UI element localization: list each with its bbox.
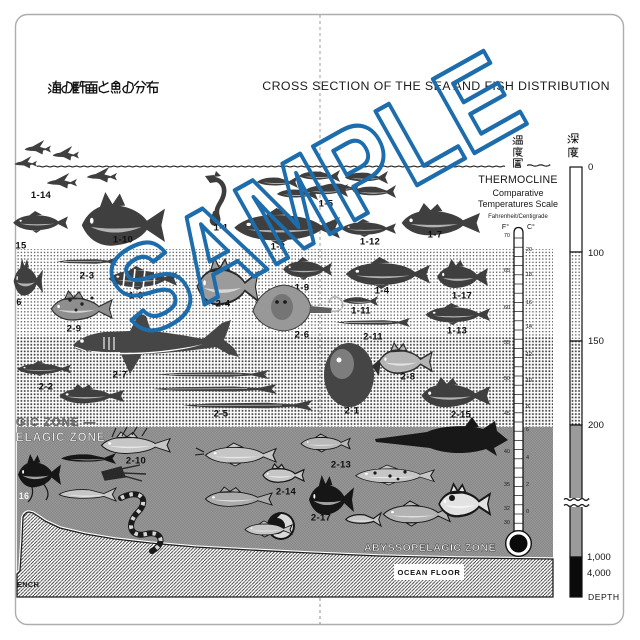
svg-text:2-6: 2-6 bbox=[295, 329, 310, 340]
svg-text:1-4: 1-4 bbox=[375, 285, 390, 296]
svg-text:2-2: 2-2 bbox=[39, 381, 54, 392]
svg-text:Comparative: Comparative bbox=[492, 188, 543, 198]
svg-text:2-11: 2-11 bbox=[363, 331, 383, 342]
svg-text:Temperatures Scale: Temperatures Scale bbox=[478, 199, 558, 209]
svg-text:2-17: 2-17 bbox=[311, 512, 331, 523]
svg-text:32: 32 bbox=[504, 506, 510, 512]
svg-text:55: 55 bbox=[504, 340, 510, 346]
svg-text:1-7: 1-7 bbox=[428, 229, 443, 240]
svg-text:2-5: 2-5 bbox=[214, 408, 229, 419]
svg-text:0: 0 bbox=[526, 509, 529, 515]
svg-text:2-8: 2-8 bbox=[401, 371, 416, 382]
svg-text:70: 70 bbox=[504, 233, 510, 239]
svg-text:14: 14 bbox=[526, 324, 532, 330]
svg-text:4,000: 4,000 bbox=[587, 568, 611, 579]
svg-text:1-10: 1-10 bbox=[113, 234, 133, 245]
svg-text:100: 100 bbox=[588, 248, 604, 259]
svg-text:DEPTH: DEPTH bbox=[588, 592, 620, 602]
svg-text:1-13: 1-13 bbox=[447, 325, 467, 336]
svg-text:20: 20 bbox=[526, 247, 532, 253]
svg-text:1-3: 1-3 bbox=[271, 241, 286, 252]
svg-text:ELAGIC ZONE: ELAGIC ZONE bbox=[16, 432, 106, 444]
svg-text:18: 18 bbox=[526, 272, 532, 278]
svg-text:C°: C° bbox=[527, 223, 535, 231]
svg-text:2-3: 2-3 bbox=[80, 270, 95, 281]
svg-text:8: 8 bbox=[526, 404, 529, 410]
svg-text:15: 15 bbox=[15, 240, 27, 251]
svg-text:150: 150 bbox=[588, 336, 604, 347]
svg-text:F°: F° bbox=[502, 223, 509, 231]
svg-text:30: 30 bbox=[504, 520, 510, 526]
svg-text:12: 12 bbox=[526, 352, 532, 358]
svg-text:60: 60 bbox=[504, 305, 510, 311]
svg-text:1-17: 1-17 bbox=[452, 290, 472, 301]
svg-text:ABYSSOPELAGIC ZONE: ABYSSOPELAGIC ZONE bbox=[364, 542, 496, 554]
svg-text:ENCH: ENCH bbox=[17, 580, 39, 589]
svg-text:2-15: 2-15 bbox=[451, 409, 472, 420]
svg-text:35: 35 bbox=[504, 482, 510, 488]
svg-text:1-14: 1-14 bbox=[31, 190, 52, 201]
svg-text:10: 10 bbox=[526, 378, 532, 384]
svg-text:1-1: 1-1 bbox=[214, 222, 229, 233]
svg-text:2-1: 2-1 bbox=[345, 405, 360, 416]
svg-text:CROSS SECTION OF THE SEA AND F: CROSS SECTION OF THE SEA AND FISH DISTRI… bbox=[262, 79, 610, 93]
svg-text:1-9: 1-9 bbox=[295, 282, 310, 293]
svg-text:2-7: 2-7 bbox=[113, 369, 128, 380]
svg-text:GIC ZONE —: GIC ZONE — bbox=[16, 417, 96, 429]
svg-text:2-14: 2-14 bbox=[276, 486, 297, 497]
svg-text:45: 45 bbox=[504, 411, 510, 417]
svg-text:2: 2 bbox=[526, 482, 529, 488]
svg-text:2-9: 2-9 bbox=[67, 323, 82, 334]
svg-text:65: 65 bbox=[504, 268, 510, 274]
svg-text:Fahrenheit/Centigrade: Fahrenheit/Centigrade bbox=[488, 214, 548, 220]
svg-text:50: 50 bbox=[504, 376, 510, 382]
svg-text:1,000: 1,000 bbox=[587, 552, 611, 563]
svg-text:6: 6 bbox=[526, 427, 529, 433]
svg-text:200: 200 bbox=[588, 420, 604, 431]
svg-text:OCEAN FLOOR: OCEAN FLOOR bbox=[397, 568, 460, 577]
svg-text:4: 4 bbox=[526, 455, 529, 461]
svg-text:1-12: 1-12 bbox=[360, 236, 380, 247]
svg-text:40: 40 bbox=[504, 449, 510, 455]
svg-text:0: 0 bbox=[588, 162, 593, 173]
svg-text:2-13: 2-13 bbox=[331, 459, 351, 470]
svg-text:6: 6 bbox=[16, 297, 21, 307]
svg-text:2-4: 2-4 bbox=[216, 298, 231, 309]
svg-text:16: 16 bbox=[526, 300, 532, 306]
svg-text:1-5: 1-5 bbox=[319, 198, 334, 209]
svg-text:16: 16 bbox=[19, 491, 30, 501]
svg-text:THERMOCLINE: THERMOCLINE bbox=[478, 174, 557, 186]
svg-text:1-11: 1-11 bbox=[351, 305, 371, 316]
svg-text:1-8: 1-8 bbox=[129, 290, 144, 301]
svg-text:2-10: 2-10 bbox=[126, 455, 146, 466]
